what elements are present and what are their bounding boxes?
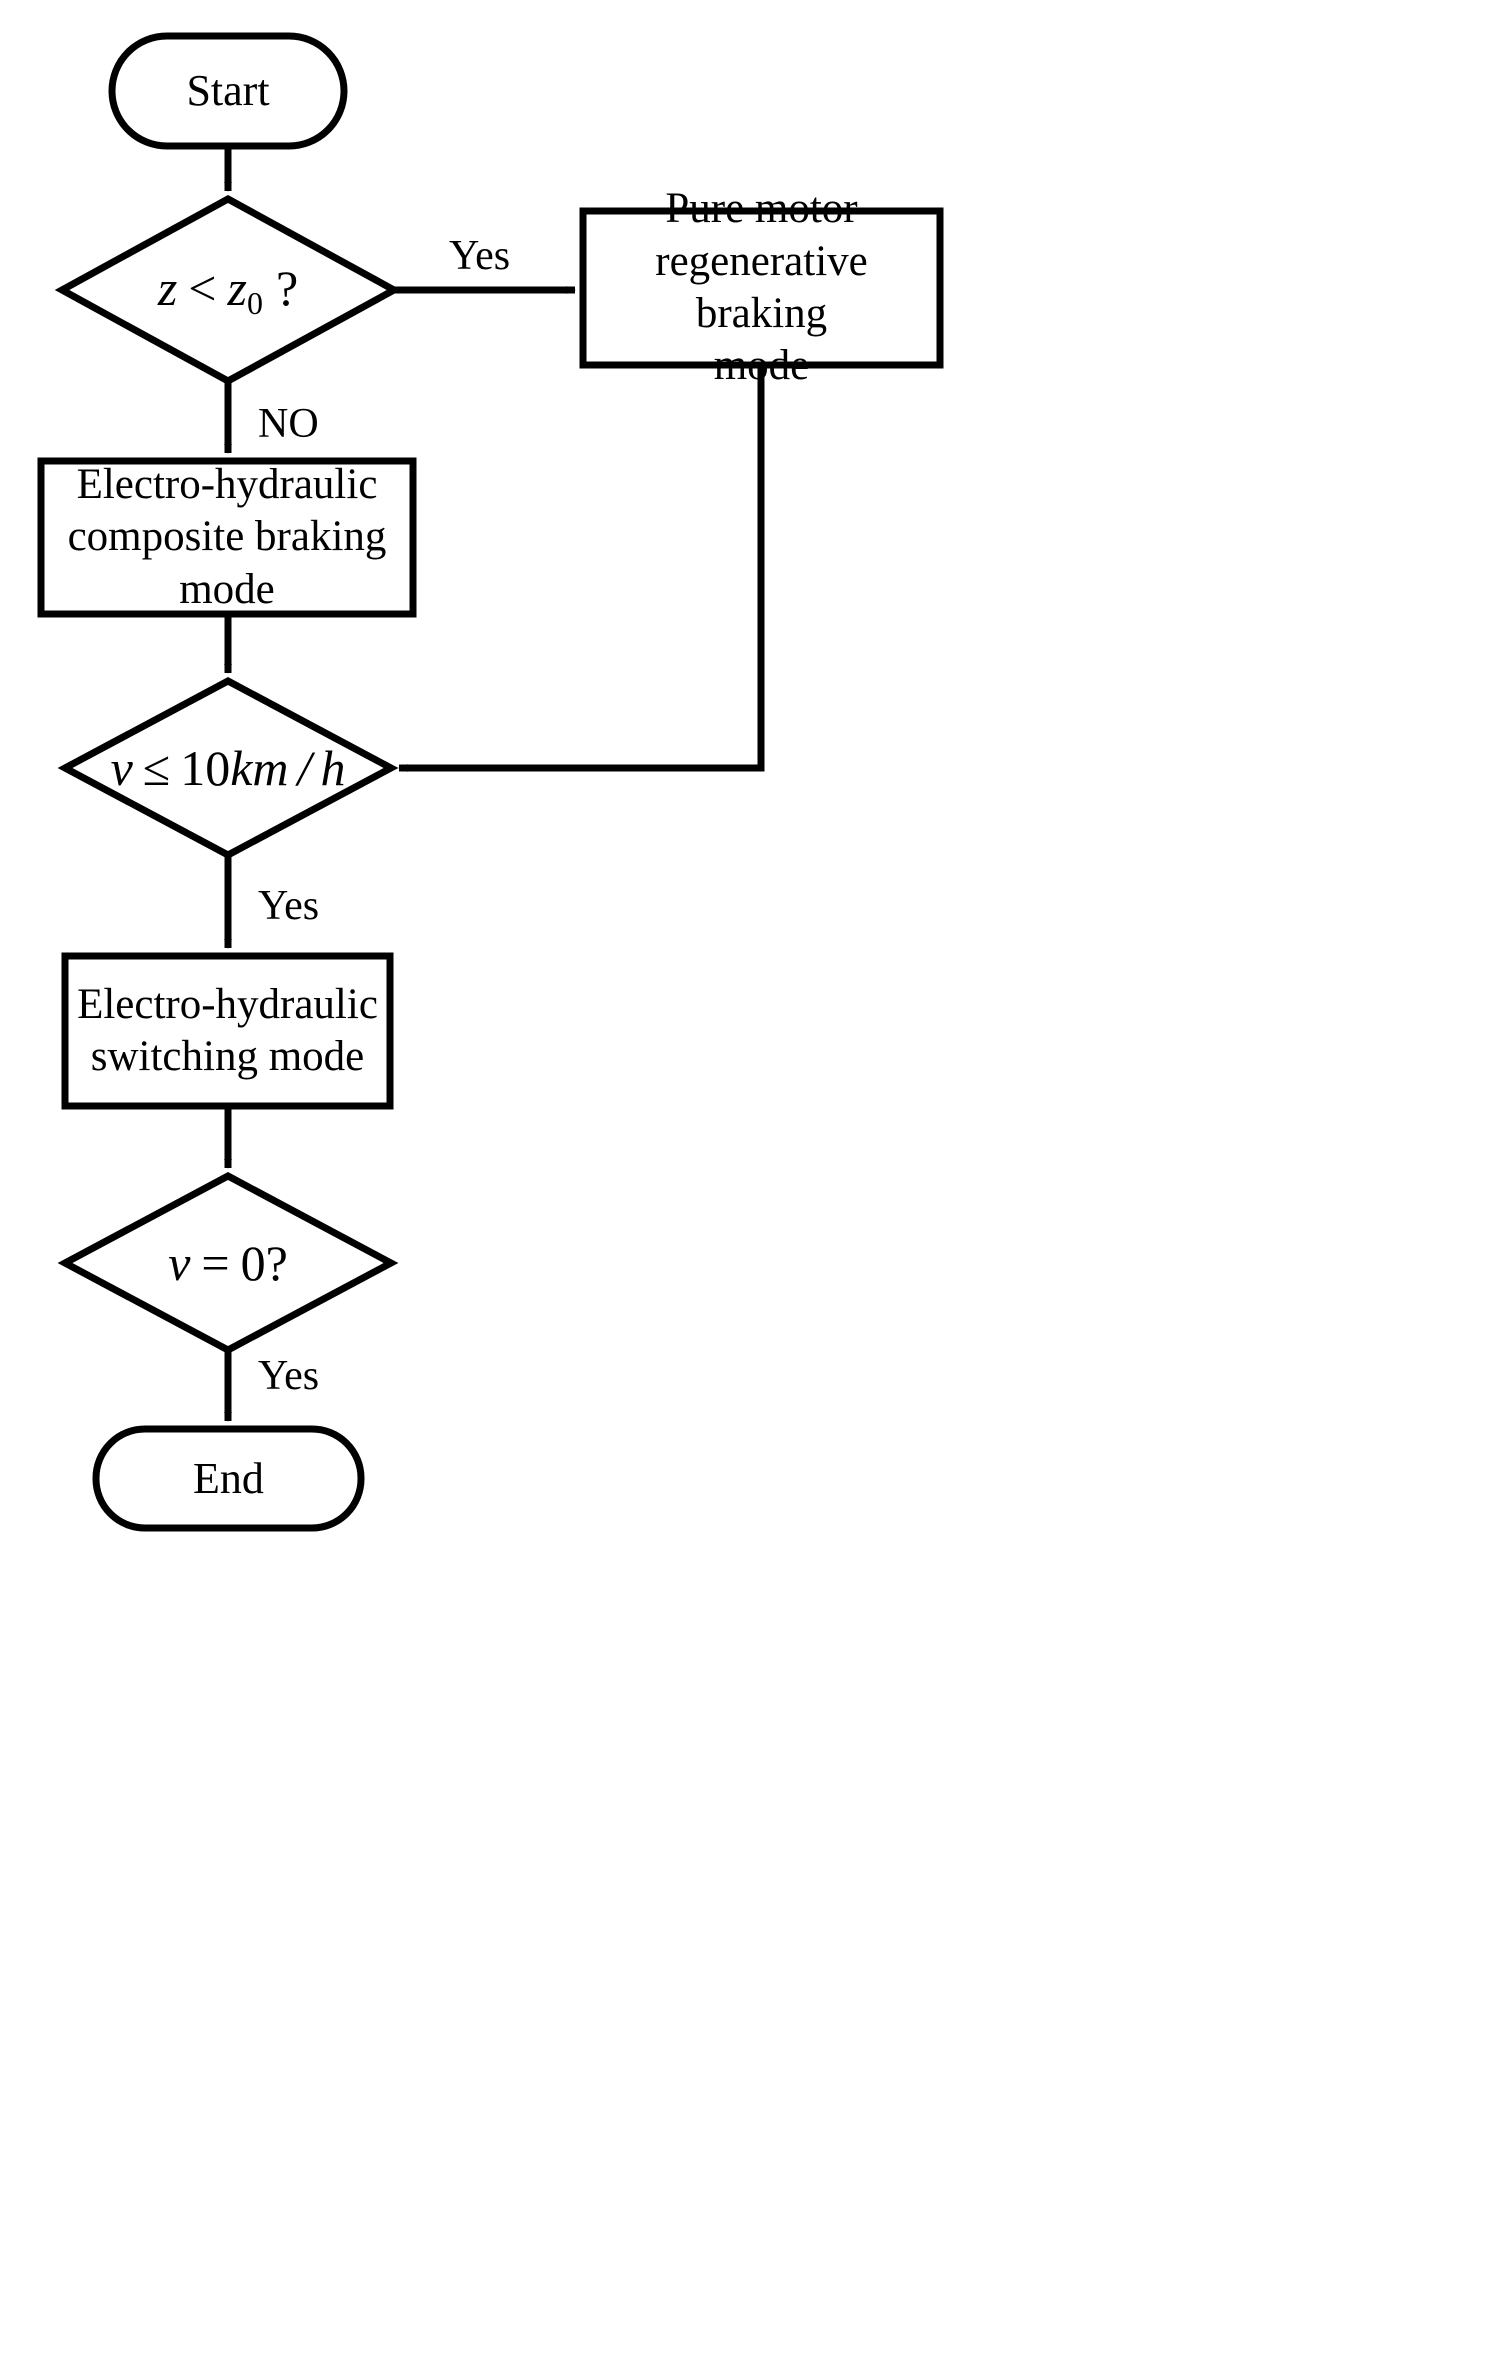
start-terminal-shape (108, 32, 348, 150)
edge-label-v10-yes: Yes (258, 883, 320, 929)
edge-label-z-yes: Yes (449, 233, 511, 279)
switching-box-shape (61, 952, 394, 1110)
decision-v0-shape (57, 1172, 399, 1354)
edge-label-z-no: NO (258, 401, 319, 447)
decision-z-shape (54, 195, 402, 385)
edge-label-v0-yes: Yes (258, 1353, 320, 1399)
composite-box-shape (37, 457, 417, 618)
pure-motor-box-shape (579, 207, 944, 369)
decision-v10-shape (57, 677, 399, 859)
end-terminal-shape (92, 1425, 365, 1532)
connector-pure-motor-to-decision-v10 (398, 365, 765, 772)
